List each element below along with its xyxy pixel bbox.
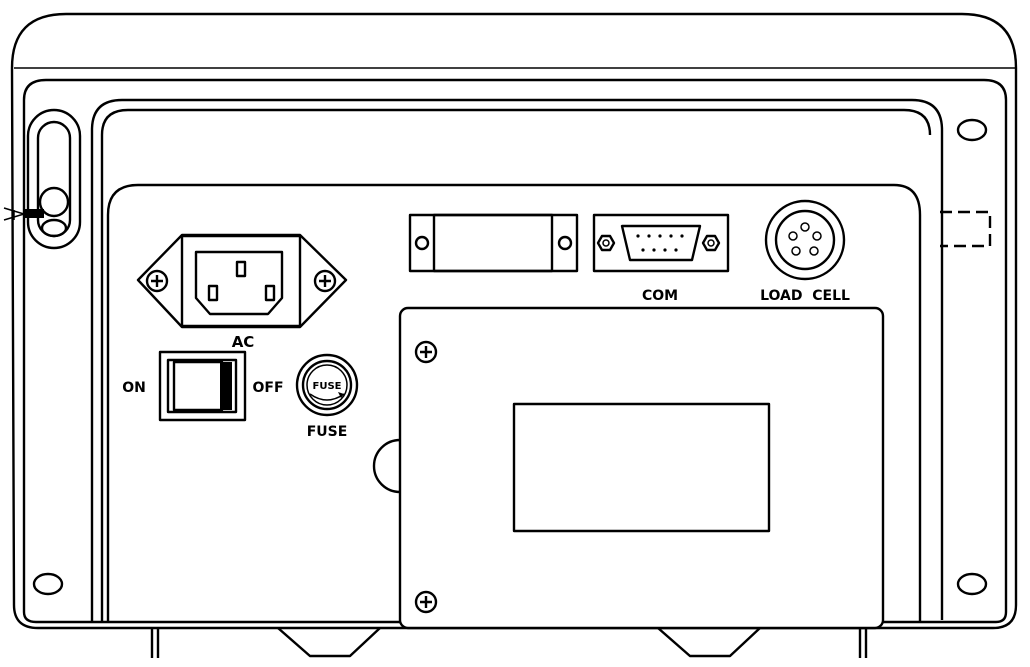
com-label: COM	[642, 288, 678, 304]
screw-icon	[145, 269, 169, 293]
housing	[10, 12, 1018, 630]
fuse-cap-label: FUSE	[313, 381, 342, 392]
screw-icon	[414, 340, 438, 364]
fuse-holder[interactable]	[295, 353, 359, 417]
load-cell-connector[interactable]	[764, 199, 846, 281]
dashed-bracket-right	[940, 210, 992, 248]
mount-hole-bottom-right	[956, 572, 988, 596]
hex-screw-icon	[596, 234, 616, 252]
power-switch[interactable]	[158, 350, 247, 422]
switch-on-label: ON	[122, 380, 146, 396]
load-cell-label: LOAD CELL	[760, 288, 850, 304]
screw-icon	[414, 590, 438, 614]
ac-power-inlet[interactable]	[136, 233, 348, 329]
fuse-label: FUSE	[307, 424, 348, 440]
side-tab	[372, 438, 401, 494]
switch-off-label: OFF	[252, 380, 283, 396]
mounting-bracket-left	[26, 108, 82, 250]
hex-screw-icon	[701, 234, 721, 252]
mount-hole-top-right	[956, 118, 988, 142]
blank-connector-plate	[408, 213, 579, 273]
option-cover-plate	[398, 306, 885, 630]
screw-icon	[313, 269, 337, 293]
mount-hole-bottom-left	[32, 572, 64, 596]
feet	[150, 627, 868, 658]
ground-wire	[3, 207, 44, 221]
com-port[interactable]	[592, 213, 730, 273]
ac-label: AC	[232, 333, 255, 351]
